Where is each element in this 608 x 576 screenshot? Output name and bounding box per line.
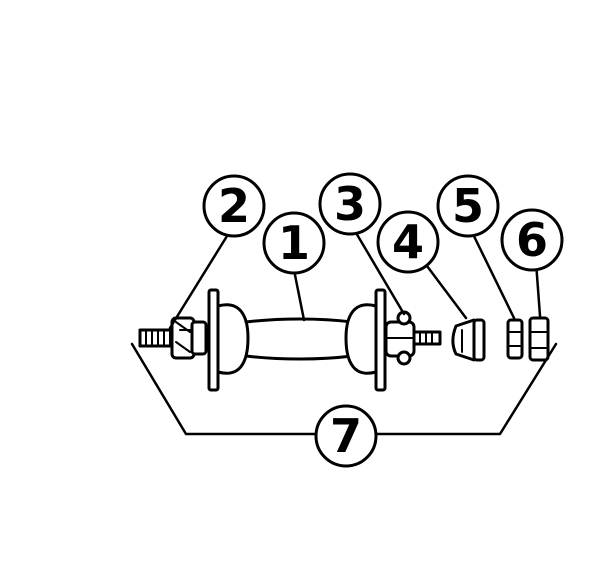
callout-label-2: 2 [218,179,250,233]
part-6-locknut [528,316,550,362]
hub-barrel [244,317,354,361]
callout-circle-6 [500,208,564,272]
callout-label-3: 3 [334,177,366,231]
right-hub-shell [344,303,378,375]
callout-circle-2 [202,174,266,238]
part-5-washer [506,318,524,360]
leader-1 [292,268,306,322]
axle-right-end [412,330,442,346]
callout-label-5: 5 [452,179,484,233]
leader-2 [168,226,234,330]
leader-4 [422,260,468,320]
callout-label-4: 4 [392,215,424,269]
left-cone-locknut [170,316,208,360]
callout-circle-4 [376,210,440,274]
leader-lines [130,224,558,436]
callout-circle-5 [436,174,500,238]
callout-label-7: 7 [330,409,362,463]
callout-label-6: 6 [516,213,548,267]
right-bearing-cone [384,310,416,366]
callout-label-1: 1 [278,216,310,270]
part-4-cone [451,318,486,362]
right-flange [374,288,387,392]
leader-5 [468,226,516,320]
callout-circle-3 [318,172,382,236]
leader-7-bracket [130,342,558,436]
leader-3 [350,224,406,316]
left-hub-shell [216,303,250,375]
callout-circle-7 [314,404,378,468]
callout-circle-1 [262,211,326,275]
